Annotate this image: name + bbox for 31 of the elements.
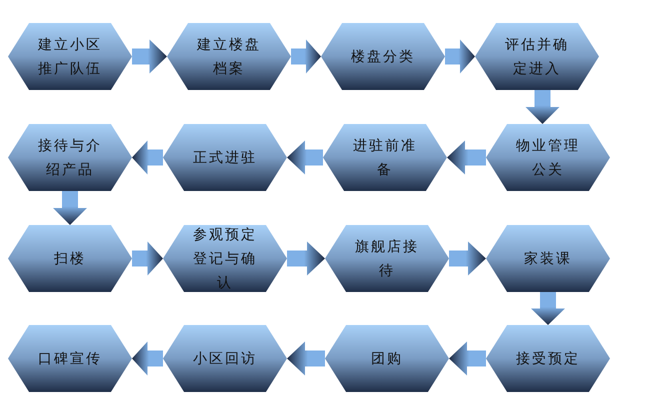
block-arrow bbox=[526, 90, 560, 124]
block-arrow bbox=[445, 40, 475, 74]
block-arrow bbox=[531, 292, 565, 325]
hexagon-step: 小区回访 bbox=[163, 325, 287, 392]
hexagon-step: 参观预定登记与确认 bbox=[163, 225, 287, 292]
hexagon-step: 旗舰店接待 bbox=[325, 225, 449, 292]
hexagon-step: 进驻前准备 bbox=[323, 124, 447, 191]
block-arrow bbox=[132, 342, 163, 376]
hexagon-step: 建立小区推广队伍 bbox=[8, 23, 132, 90]
block-arrow bbox=[132, 242, 163, 276]
hexagon-step: 物业管理公关 bbox=[486, 124, 610, 191]
hexagon-step: 接受预定 bbox=[486, 325, 610, 392]
hexagon-step: 家装课 bbox=[486, 225, 610, 292]
block-arrow bbox=[447, 140, 486, 174]
block-arrow bbox=[449, 342, 486, 376]
hexagon-step: 正式进驻 bbox=[163, 124, 287, 191]
block-arrow bbox=[287, 140, 323, 174]
block-arrow bbox=[291, 40, 321, 74]
hexagon-step: 扫楼 bbox=[8, 225, 132, 292]
block-arrow bbox=[449, 242, 486, 276]
block-arrow bbox=[287, 242, 325, 276]
block-arrow bbox=[132, 140, 163, 174]
block-arrow bbox=[287, 342, 325, 376]
block-arrow bbox=[132, 40, 167, 74]
hexagon-step: 建立楼盘档案 bbox=[167, 23, 291, 90]
hexagon-step: 团购 bbox=[325, 325, 449, 392]
hexagon-step: 接待与介绍产品 bbox=[8, 124, 132, 191]
block-arrow bbox=[53, 191, 87, 225]
hexagon-step: 口碑宣传 bbox=[8, 325, 132, 392]
hexagon-step: 评估并确定进入 bbox=[475, 23, 599, 90]
hexagon-step: 楼盘分类 bbox=[321, 23, 445, 90]
